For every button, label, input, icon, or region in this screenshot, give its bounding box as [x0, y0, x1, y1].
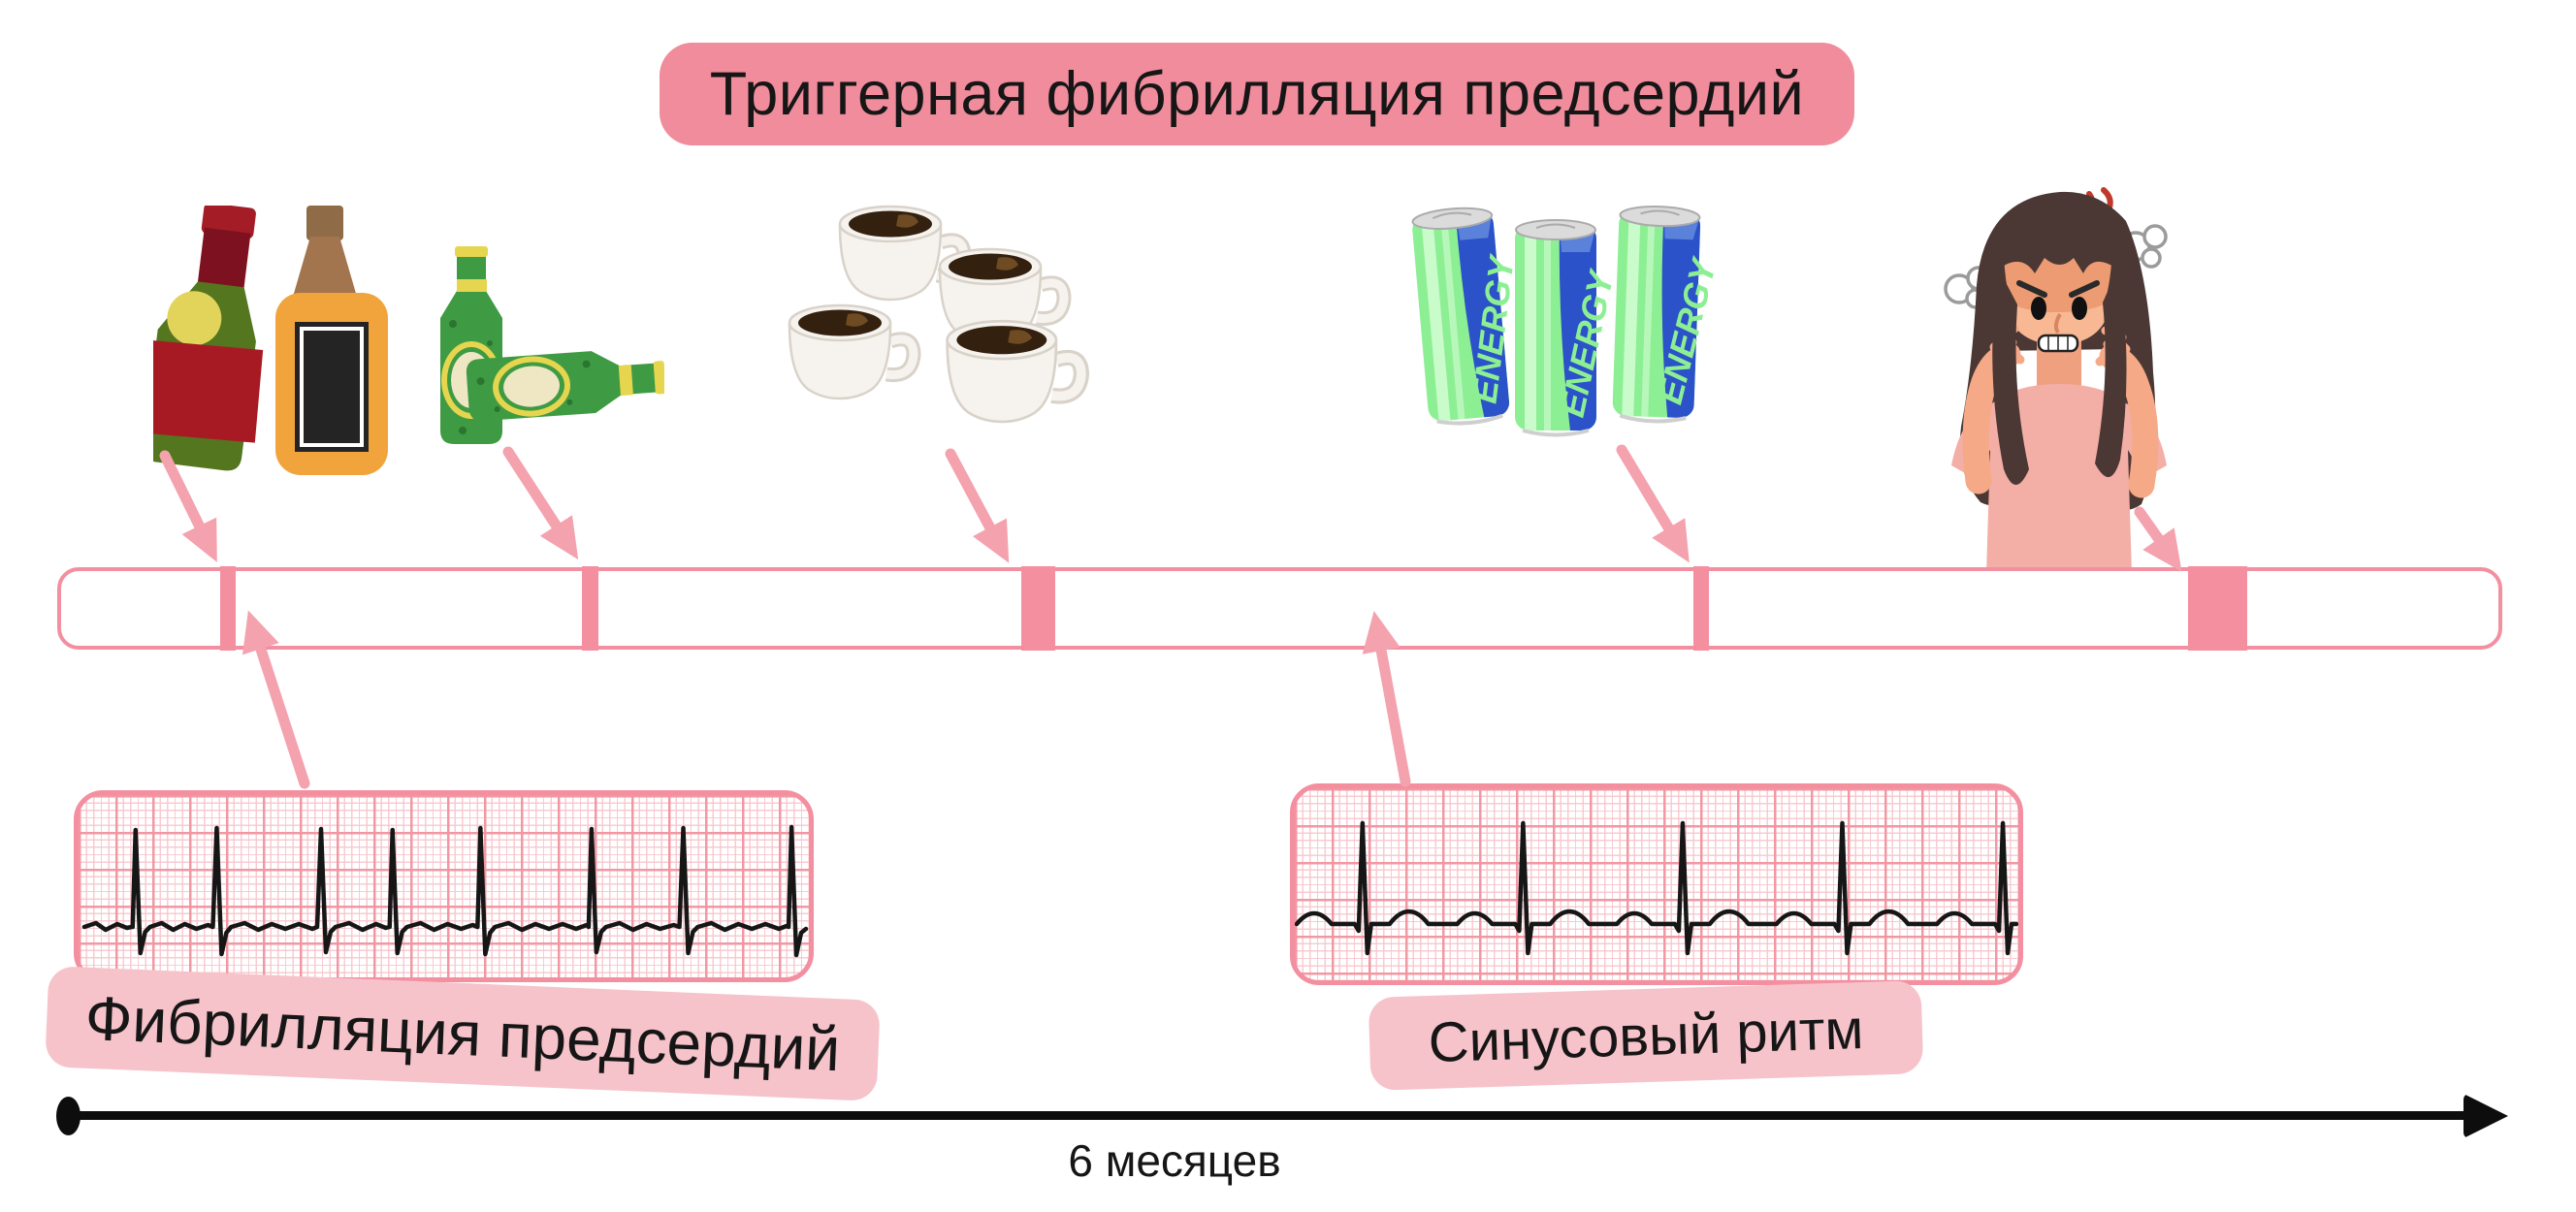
timeline-marker-beer: [582, 566, 598, 651]
energy-can: ENERGY: [1411, 207, 1522, 426]
eyebrows: [2016, 280, 2100, 298]
coffee-cups-icon: [782, 204, 1090, 454]
arrow-coffee-to-timeline: [945, 448, 1010, 563]
hair-bangs: [1997, 200, 2119, 273]
eye-left: [2031, 297, 2046, 320]
cognac-bottle: [153, 206, 264, 471]
timeline-bar: [57, 567, 2502, 650]
coffee-cup: [789, 305, 914, 399]
energy-drink-cans-icon: ENERGY ENERGY: [1411, 205, 1717, 437]
arrow-energy-to-timeline: [1616, 444, 1690, 563]
energy-can: ENERGY: [1515, 219, 1622, 437]
angry-stressed-woman-icon: [1944, 187, 2168, 574]
arrow-beer-to-timeline: [502, 446, 579, 560]
timeline-marker-energy: [1693, 566, 1709, 651]
whiskey-bottle: [275, 206, 388, 475]
afib-label-text: Фибрилляция предсердий: [83, 982, 842, 1085]
timeline-marker-stress: [2188, 566, 2247, 651]
beer-bottles-icon: [440, 246, 664, 444]
axis-label: 6 месяцев: [1068, 1135, 1281, 1186]
afib-label: Фибрилляция предсердий: [45, 966, 881, 1101]
title-text: Триггерная фибрилляция предсердий: [709, 60, 1805, 128]
timeline-marker-alcohol: [220, 566, 236, 651]
ecg-sinus-trace: [1295, 820, 2018, 956]
sinus-label-text: Синусовый ритм: [1427, 997, 1865, 1074]
axis-arrowhead-icon: [2463, 1094, 2508, 1138]
title-banner: Триггерная фибрилляция предсердий: [660, 43, 1854, 145]
timeline-marker-coffee: [1021, 566, 1055, 651]
hair-front-left: [1992, 268, 2029, 485]
coffee-cup: [948, 321, 1081, 422]
axis-line: [68, 1111, 2471, 1120]
ecg-afib-strip: [74, 790, 814, 982]
gritted-teeth: [2037, 334, 2079, 353]
energy-can: ENERGY: [1612, 205, 1717, 424]
eye-right: [2072, 297, 2087, 320]
ecg-sinus-strip: [1290, 783, 2023, 985]
ecg-afib-trace: [81, 824, 809, 958]
alcohol-bottles-icon: [153, 206, 388, 475]
nose: [2053, 312, 2062, 335]
hair-front-right: [2095, 268, 2127, 478]
sinus-label: Синусовый ритм: [1368, 980, 1924, 1091]
